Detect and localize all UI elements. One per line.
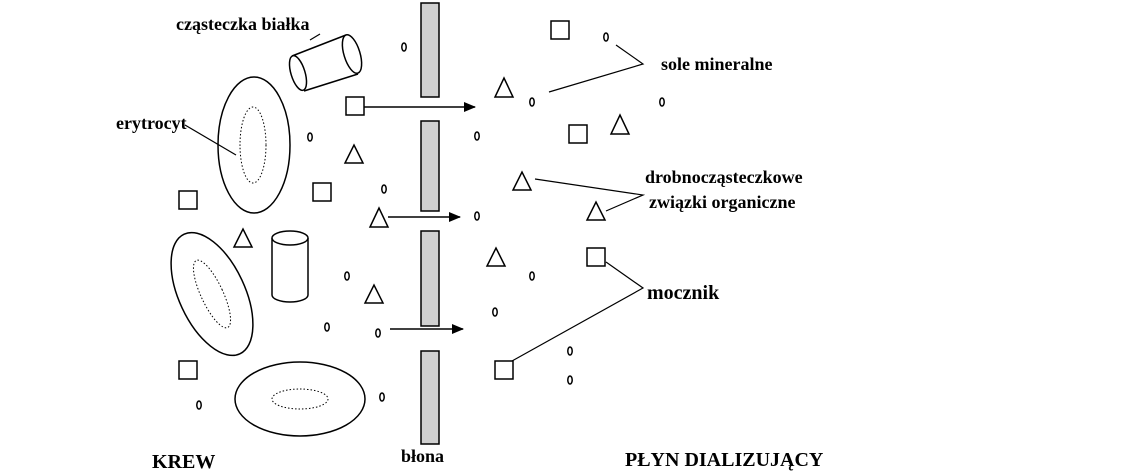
organic-triangles [232, 76, 631, 304]
organic-triangle [609, 113, 631, 135]
salt-ion [344, 271, 350, 281]
cylinder-molecule [271, 230, 309, 303]
salt-ion [196, 400, 202, 410]
organic-triangle [363, 283, 385, 304]
salt-ion [567, 346, 573, 356]
organic-triangle [368, 206, 390, 228]
urea-square [494, 360, 514, 380]
salt-ions [196, 32, 665, 410]
urea-square [586, 247, 606, 267]
salt-ion [324, 322, 330, 332]
organic-triangle [511, 170, 533, 191]
protein-label: cząsteczka białka [176, 14, 309, 34]
erythrocyte [234, 361, 366, 437]
organic-triangle [343, 143, 365, 164]
membrane-segment [420, 230, 440, 327]
organic-label-line1: drobnocząsteczkowe [645, 167, 803, 187]
salt-ion [307, 132, 313, 142]
salt-ion [474, 131, 480, 141]
salt-ion [381, 184, 387, 194]
membrane-segment [420, 350, 440, 445]
urea-square [178, 190, 198, 210]
urea-squares [178, 20, 606, 380]
salt-ion [492, 307, 498, 317]
urea-square [178, 360, 198, 380]
organic-triangle [585, 200, 607, 221]
dialysate-label: PŁYN DIALIZUJĄCY [625, 449, 824, 471]
salts-label: sole mineralne [661, 54, 772, 74]
organic-label-line2: związki organiczne [649, 192, 795, 212]
urea-square [568, 124, 588, 144]
diffusion-arrows [364, 102, 476, 334]
urea-square [345, 96, 365, 116]
protein-molecule [288, 33, 363, 92]
membrane [420, 2, 440, 445]
salt-ion [474, 211, 480, 221]
urea-square [312, 182, 332, 202]
erythrocyte [170, 231, 254, 357]
salt-ion [567, 375, 573, 385]
membrane-label: błona [401, 446, 444, 466]
leader-lines [184, 33, 646, 362]
salt-ion [379, 392, 385, 402]
erythrocyte [217, 76, 291, 214]
membrane-segment [420, 2, 440, 98]
membrane-segment [420, 120, 440, 212]
organic-triangle [493, 76, 515, 98]
erythrocyte-label: erytrocyt [116, 113, 187, 133]
urea-label: mocznik [647, 282, 720, 304]
salt-ion [375, 328, 381, 338]
salt-ion [401, 42, 407, 52]
salt-ion [529, 97, 535, 107]
salt-ion [529, 271, 535, 281]
urea-square [550, 20, 570, 40]
organic-triangle [485, 246, 507, 267]
organic-triangle [232, 227, 254, 248]
salt-ion [659, 97, 665, 107]
salt-ion [603, 32, 609, 42]
blood-label: KREW [152, 451, 215, 472]
